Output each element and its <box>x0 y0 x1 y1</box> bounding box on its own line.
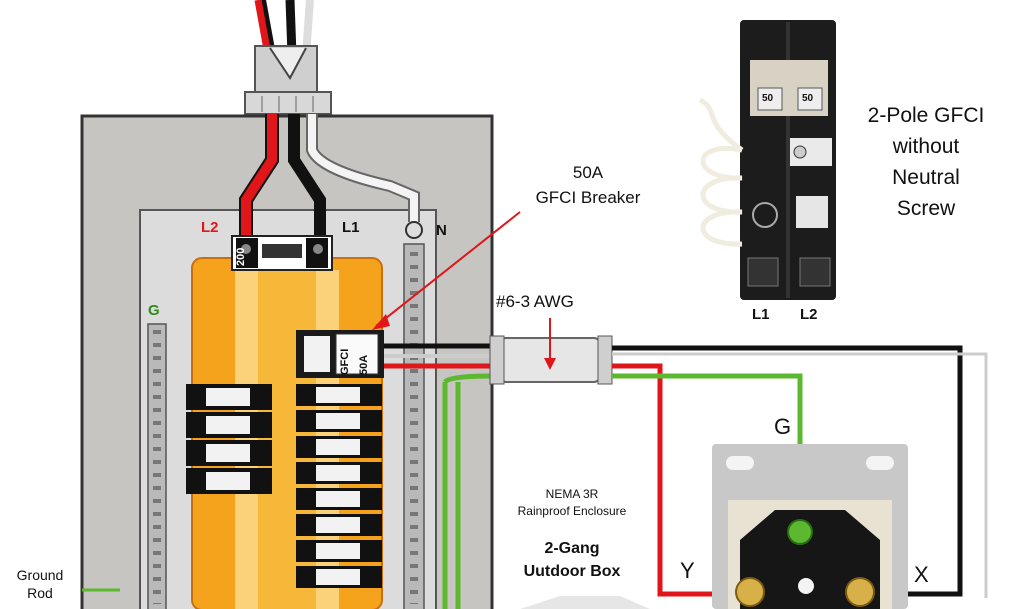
gfci-breaker-photo <box>698 20 836 300</box>
gfci-pole-l1: L1 <box>752 306 770 323</box>
ground-rod-label: Ground Rod <box>6 566 74 602</box>
breaker-callout-arrow <box>375 211 521 327</box>
outlet-y-label: Y <box>680 558 695 583</box>
gfci-breaker-face-rating: 50A <box>358 354 370 375</box>
main-breaker-rating: 200 <box>235 247 247 266</box>
main-breaker <box>231 235 333 271</box>
outlet-x-label: X <box>914 562 929 587</box>
ground-bar <box>147 323 167 609</box>
outlet-g-label: G <box>774 414 792 439</box>
neutral-bar <box>403 221 425 609</box>
gfci-description-line3: Neutral <box>892 166 960 189</box>
l1-conductor <box>288 114 326 242</box>
receptacle <box>712 444 908 609</box>
gfci-rating-2: 50 <box>802 93 814 104</box>
feeder-cable <box>384 335 988 609</box>
gfci-description-line1: 2-Pole GFCI <box>867 104 985 127</box>
outdoor-box <box>520 596 650 609</box>
gfci-rating-1: 50 <box>762 93 774 104</box>
breaker-callout-line1: 50A <box>572 163 604 182</box>
enclosure-spec: NEMA 3R Rainproof Enclosure <box>502 486 642 520</box>
ground-label: G <box>148 302 160 319</box>
gfci-description-line4: Screw <box>896 197 956 220</box>
conduit-connector <box>244 45 332 115</box>
l1-label: L1 <box>342 219 360 236</box>
enclosure-line1: NEMA 3R <box>545 487 599 501</box>
enclosure-line4: Uutdoor Box <box>523 563 621 580</box>
gfci-breaker <box>296 330 384 378</box>
gfci-description-line2: without <box>892 135 960 158</box>
ground-terminal <box>787 519 813 545</box>
enclosure-title: 2-Gang Uutdoor Box <box>512 537 632 583</box>
l2-label: L2 <box>201 219 219 236</box>
cable-label: #6-3 AWG <box>496 292 574 311</box>
x-terminal <box>845 577 875 607</box>
ground-rod-line2: Rod <box>27 585 53 601</box>
gfci-breaker-face-text: GFCI <box>339 348 351 375</box>
gfci-pole-l2: L2 <box>800 306 818 323</box>
neutral-label: N <box>436 222 447 239</box>
breaker-arrowhead <box>372 314 390 330</box>
enclosure-line2: Rainproof Enclosure <box>517 504 627 518</box>
gfci-description: 2-Pole GFCI without Neutral Screw <box>850 100 1002 224</box>
breaker-callout-line2: GFCI Breaker <box>535 188 641 207</box>
ground-rod-line1: Ground <box>16 567 64 583</box>
branch-breakers <box>186 384 382 588</box>
y-terminal <box>735 577 765 607</box>
enclosure-line3: 2-Gang <box>544 540 600 557</box>
breaker-callout: 50A GFCI Breaker <box>518 160 658 210</box>
